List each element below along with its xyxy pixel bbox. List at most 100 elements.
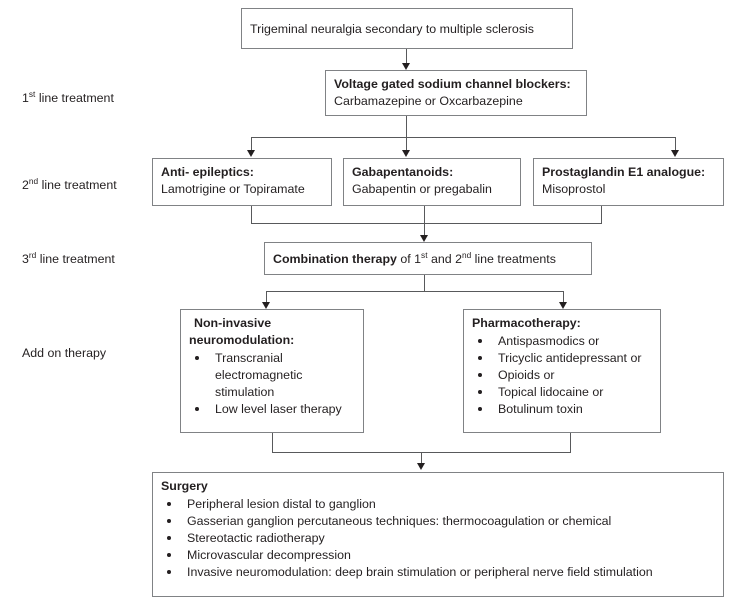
node-combination-therapy-mid1: of 1 (396, 251, 422, 266)
connector-pharmacotherapy-stem (570, 433, 571, 453)
arrowhead-to-prostaglandin (671, 150, 679, 157)
connector-bus-to-anti-epileptics (251, 137, 252, 151)
node-pharmacotherapy-heading: Pharmacotherapy: (472, 316, 581, 330)
node-prostaglandin-e1-heading: Prostaglandin E1 analogue: (542, 165, 706, 179)
list-item-text: Microvascular decompression (187, 548, 351, 562)
node-surgery-heading: Surgery (161, 479, 208, 493)
bullet-icon (478, 339, 482, 343)
arrowhead-to-pharmacotherapy (559, 302, 567, 309)
node-non-invasive-list: Transcranial electromagnetic stimulation… (189, 350, 355, 418)
node-first-line-heading: Voltage gated sodium channel blockers: (334, 77, 571, 91)
list-item-text: Transcranial electromagnetic stimulation (215, 351, 303, 399)
arrowhead-root-to-first-line (402, 63, 410, 70)
list-item: Tricyclic antidepressant or (472, 350, 652, 367)
stage-label-second-line-text: line treatment (38, 178, 117, 192)
list-item: Opioids or (472, 367, 652, 384)
stage-label-add-on-text: Add on therapy (22, 346, 107, 360)
list-item: Low level laser therapy (189, 401, 355, 418)
node-combination-therapy-label: Combination therapy of 1st and 2nd line … (273, 249, 556, 268)
stage-label-second-line: 2nd line treatment (22, 177, 117, 193)
node-pharmacotherapy-list: Antispasmodics or Tricyclic antidepressa… (472, 333, 652, 418)
list-item: Stereotactic radiotherapy (161, 530, 715, 547)
arrowhead-to-anti-epileptics (247, 150, 255, 157)
node-root-diagnosis: Trigeminal neuralgia secondary to multip… (241, 8, 573, 49)
node-prostaglandin-e1-detail: Misoprostol (542, 182, 606, 196)
list-item: Transcranial electromagnetic stimulation (189, 350, 355, 401)
bullet-icon (195, 356, 199, 360)
stage-label-third-line-ordinal: rd (28, 249, 37, 260)
connector-non-invasive-stem (272, 433, 273, 453)
node-combination-therapy-sup2: nd (461, 249, 472, 260)
connector-anti-epileptics-stem (251, 206, 252, 224)
bullet-icon (478, 356, 482, 360)
bullet-icon (167, 570, 171, 574)
connector-root-to-first-line (406, 49, 407, 68)
node-combination-therapy-bold: Combination therapy (273, 251, 397, 266)
arrowhead-to-non-invasive (262, 302, 270, 309)
bullet-icon (167, 502, 171, 506)
stage-label-third-line-text: line treatment (36, 252, 115, 266)
node-non-invasive-heading-line1: Non-invasive (194, 316, 272, 330)
list-item-text: Antispasmodics or (498, 334, 600, 348)
arrowhead-to-combination-therapy (420, 235, 428, 242)
list-item-text: Tricyclic antidepressant or (498, 351, 642, 365)
connector-merge-to-surgery (421, 452, 422, 465)
list-item: Topical lidocaine or (472, 384, 652, 401)
bullet-icon (167, 519, 171, 523)
list-item: Peripheral lesion distal to ganglion (161, 496, 715, 513)
list-item: Botulinum toxin (472, 401, 652, 418)
node-non-invasive-neuromodulation: Non-invasive neuromodulation: Transcrani… (180, 309, 364, 433)
list-item-text: Stereotactic radiotherapy (187, 531, 325, 545)
list-item: Antispasmodics or (472, 333, 652, 350)
bullet-icon (167, 553, 171, 557)
list-item: Microvascular decompression (161, 547, 715, 564)
node-gabapentanoids: Gabapentanoids: Gabapentin or pregabalin (343, 158, 521, 206)
stage-label-first-line-ordinal: st (28, 88, 36, 99)
node-combination-therapy-mid2: and 2 (427, 251, 462, 266)
list-item-text: Invasive neuromodulation: deep brain sti… (187, 565, 653, 579)
stage-label-add-on-therapy: Add on therapy (22, 345, 106, 361)
connector-third-line-merge-bus (251, 223, 602, 224)
bullet-icon (167, 536, 171, 540)
stage-label-second-line-ordinal: nd (28, 175, 39, 186)
node-combination-therapy-tail: line treatments (471, 251, 556, 266)
list-item-text: Gasserian ganglion percutaneous techniqu… (187, 514, 612, 528)
arrowhead-to-gabapentanoids (402, 150, 410, 157)
stage-label-first-line: 1st line treatment (22, 90, 114, 106)
list-item-text: Botulinum toxin (498, 402, 583, 416)
node-pharmacotherapy: Pharmacotherapy: Antispasmodics or Tricy… (463, 309, 661, 433)
list-item-text: Opioids or (498, 368, 555, 382)
connector-second-line-bus (251, 137, 675, 138)
list-item: Invasive neuromodulation: deep brain sti… (161, 564, 715, 581)
node-root-label: Trigeminal neuralgia secondary to multip… (250, 21, 534, 36)
list-item-text: Low level laser therapy (215, 402, 342, 416)
connector-merge-to-combination (424, 223, 425, 237)
node-combination-therapy-sup1: st (421, 249, 428, 260)
list-item-text: Peripheral lesion distal to ganglion (187, 497, 376, 511)
stage-label-first-line-text: line treatment (35, 91, 114, 105)
list-item-text: Topical lidocaine or (498, 385, 604, 399)
stage-label-third-line: 3rd line treatment (22, 251, 115, 267)
node-prostaglandin-e1: Prostaglandin E1 analogue: Misoprostol (533, 158, 724, 206)
connector-first-line-stem (406, 116, 407, 138)
connector-gabapentanoids-stem (424, 206, 425, 224)
node-gabapentanoids-heading: Gabapentanoids: (352, 165, 454, 179)
connector-bus-to-gabapentanoids (406, 137, 407, 151)
node-non-invasive-heading-line2: neuromodulation: (189, 333, 295, 347)
bullet-icon (195, 407, 199, 411)
node-surgery: Surgery Peripheral lesion distal to gang… (152, 472, 724, 597)
stage-label-second-line-number: 2 (22, 178, 29, 192)
node-first-line-detail: Carbamazepine or Oxcarbazepine (334, 94, 523, 108)
node-anti-epileptics-heading: Anti- epileptics: (161, 165, 254, 179)
connector-prostaglandin-stem (601, 206, 602, 224)
connector-bus-to-prostaglandin (675, 137, 676, 151)
connector-combination-stem (424, 275, 425, 292)
node-anti-epileptics-detail: Lamotrigine or Topiramate (161, 182, 305, 196)
connector-bus-to-non-invasive (266, 291, 267, 303)
list-item: Gasserian ganglion percutaneous techniqu… (161, 513, 715, 530)
node-combination-therapy: Combination therapy of 1st and 2nd line … (264, 242, 592, 275)
node-surgery-list: Peripheral lesion distal to ganglion Gas… (161, 496, 715, 581)
node-gabapentanoids-detail: Gabapentin or pregabalin (352, 182, 492, 196)
connector-add-on-bus (266, 291, 563, 292)
